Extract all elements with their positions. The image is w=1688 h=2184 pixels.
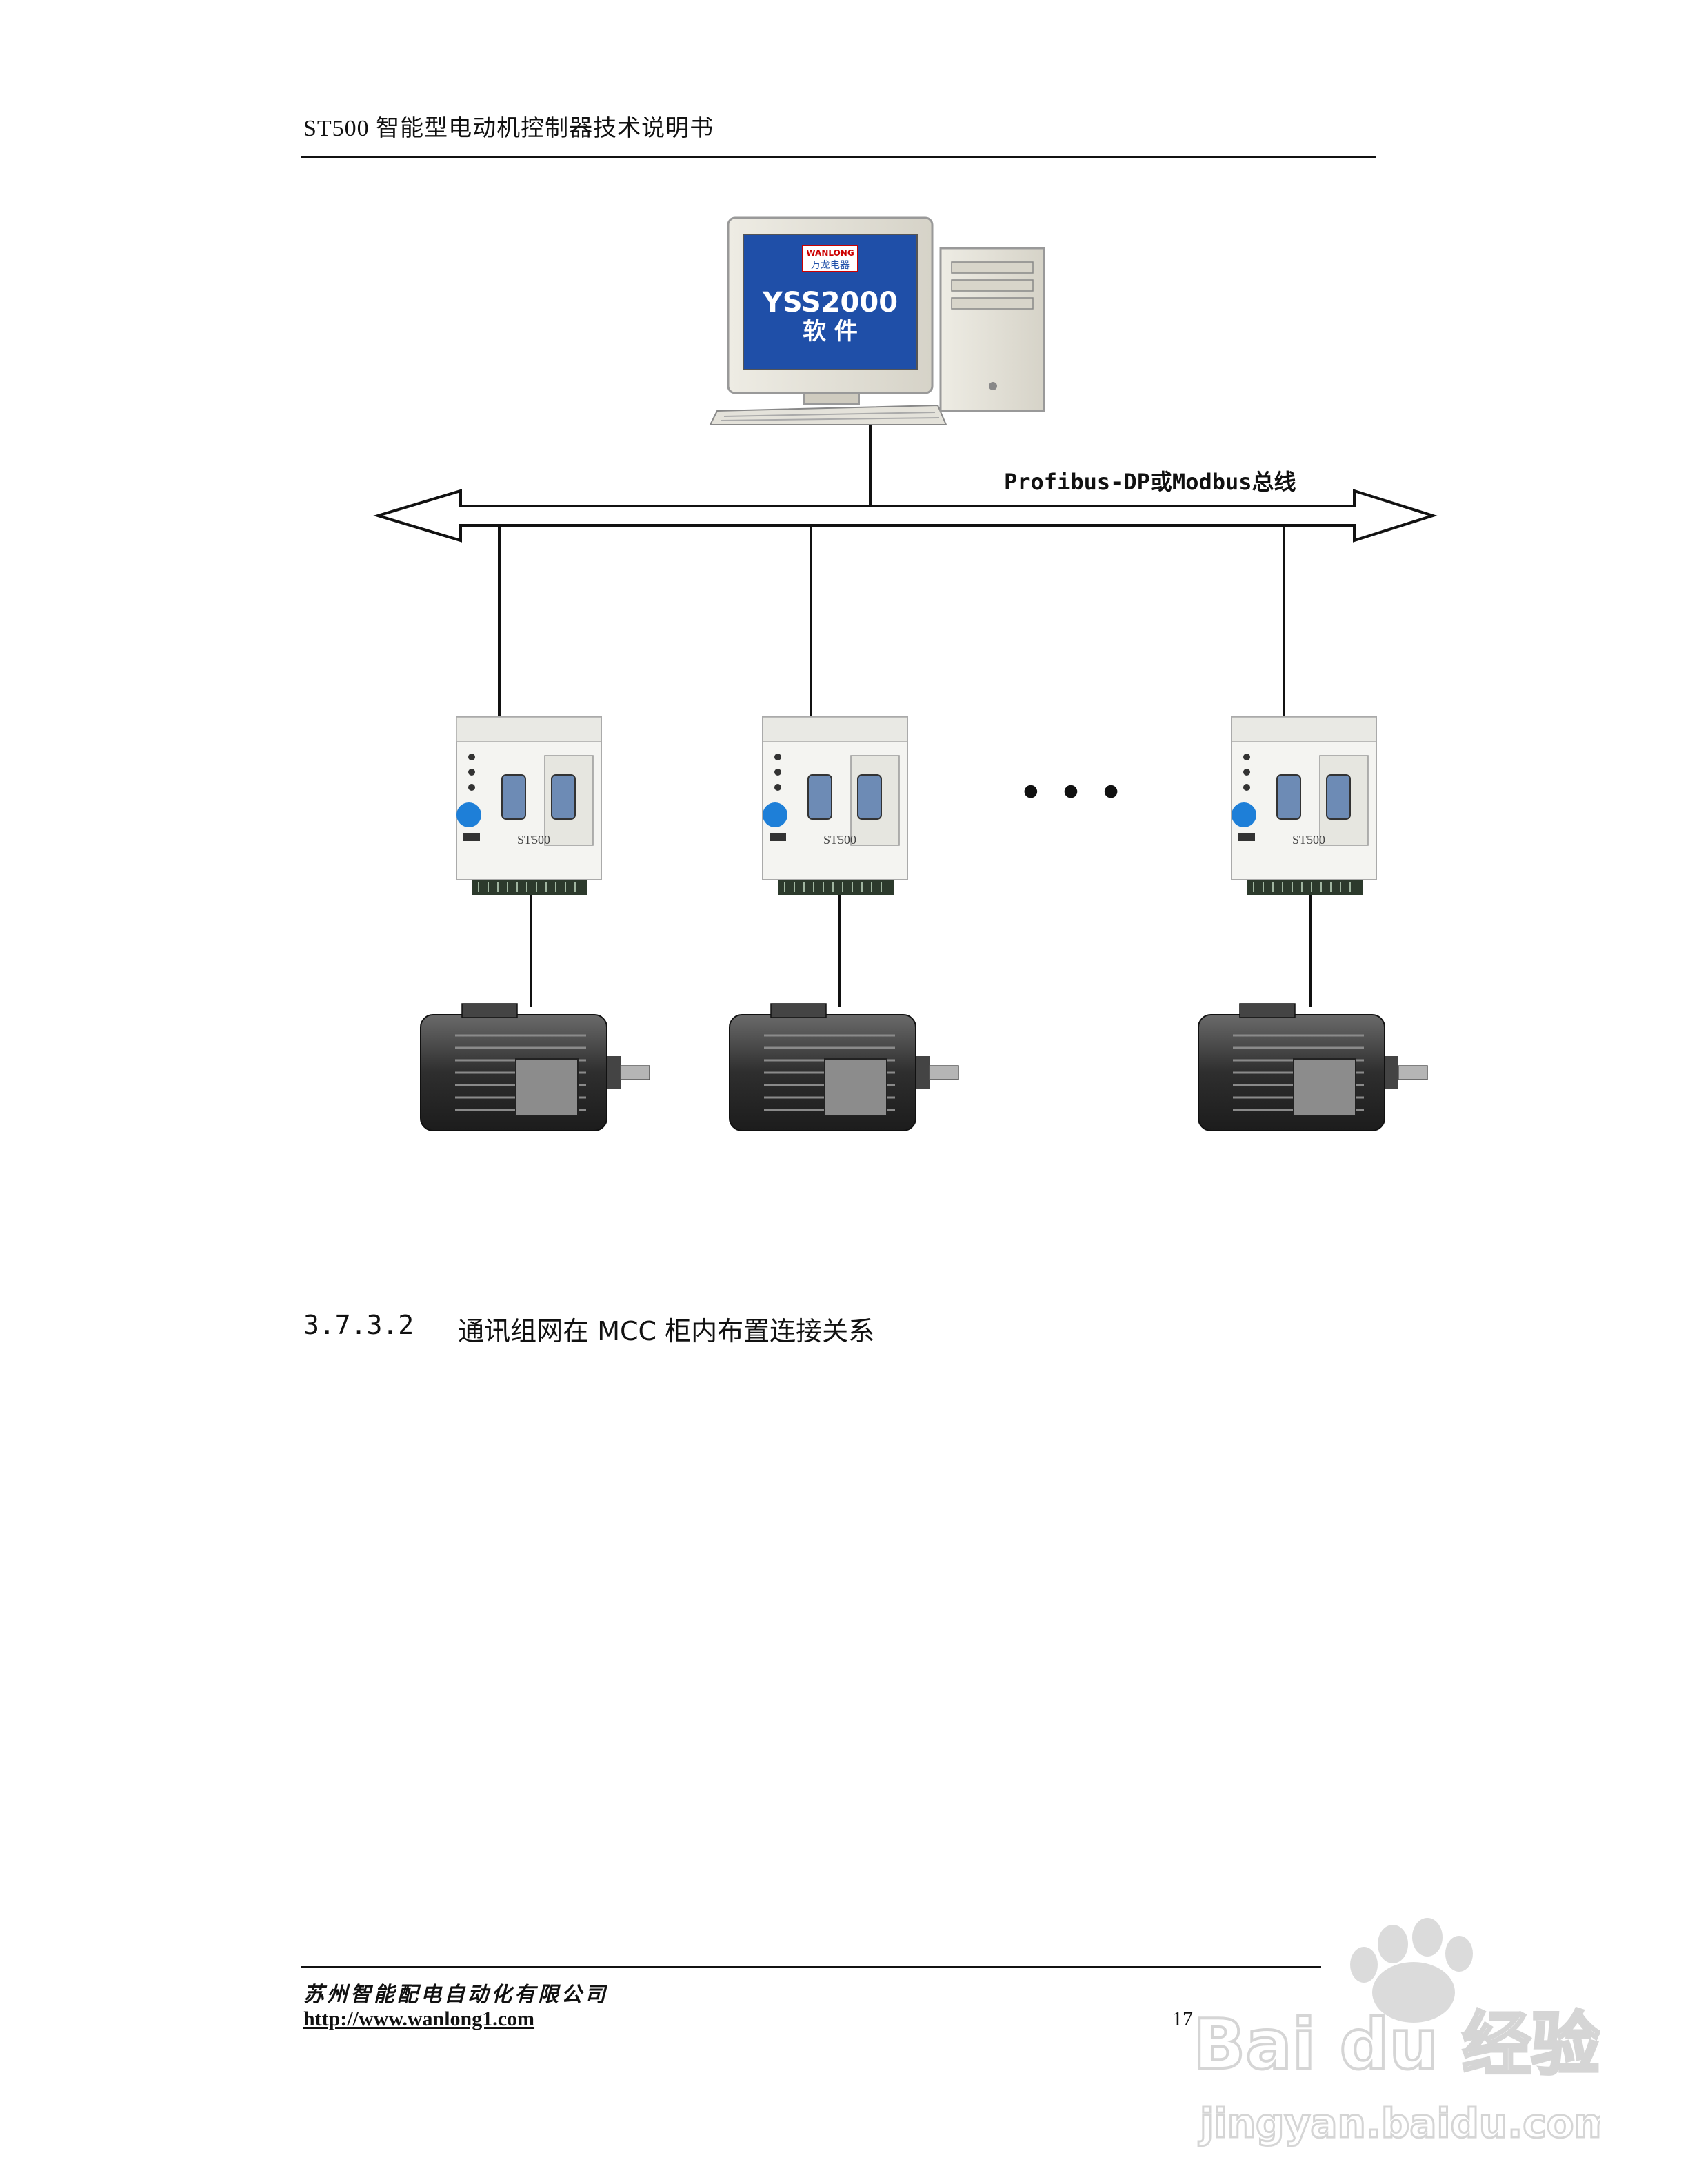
section-heading: 3.7.3.2 通讯组网在 MCC 柜内布置连接关系 xyxy=(303,1310,874,1348)
controller-label: ST500 xyxy=(823,833,856,847)
screen-brand-cn: 万龙电器 xyxy=(811,260,850,271)
motor-1 xyxy=(420,1003,650,1131)
baidu-watermark: Bai du 经验 jingyan.baidu.com xyxy=(1192,1918,1600,2148)
footer-url-link[interactable]: http://www.wanlong1.com xyxy=(303,2008,535,2030)
screen-brand: WANLONG xyxy=(806,248,854,258)
paw-logo-icon xyxy=(1350,1918,1473,2023)
controller-label: ST500 xyxy=(517,833,550,847)
computer: WANLONG 万龙电器 YSS2000 软 件 xyxy=(709,216,1045,425)
header-title: ST500 智能型电动机控制器技术说明书 xyxy=(303,116,714,141)
monitor-stand xyxy=(803,392,860,405)
motor-3 xyxy=(1198,1003,1428,1131)
st500-controller-1: ST500 xyxy=(456,716,602,895)
section-number: 3.7.3.2 xyxy=(303,1310,414,1340)
bus-double-arrow xyxy=(373,489,1438,543)
controller-label: ST500 xyxy=(1292,833,1325,847)
motor-2 xyxy=(729,1003,959,1131)
screen-software-name: YSS2000 xyxy=(762,287,898,318)
bus-label: Profibus-DP或Modbus总线 xyxy=(1004,469,1296,495)
footer-rule xyxy=(301,1966,1321,1968)
footer-company: 苏州智能配电自动化有限公司 xyxy=(303,1983,608,2007)
watermark-brand: Bai du 经验 xyxy=(1193,2004,1600,2085)
ellipsis: • • • xyxy=(1018,768,1124,819)
monitor-screen xyxy=(743,234,918,370)
st500-controller-2: ST500 xyxy=(762,716,908,895)
section-title: 通讯组网在 MCC 柜内布置连接关系 xyxy=(458,1316,875,1346)
page-number: 17 xyxy=(1172,2008,1193,2030)
screen-logo-box xyxy=(802,245,858,272)
network-diagram: WANLONG 万龙电器 YSS2000 软 件 Profibus-DP或Mod… xyxy=(373,216,1438,1131)
header-rule xyxy=(301,156,1376,158)
screen-software-label: 软 件 xyxy=(803,318,858,345)
st500-controller-3: ST500 xyxy=(1231,716,1377,895)
watermark-domain: jingyan.baidu.com xyxy=(1198,2100,1600,2147)
